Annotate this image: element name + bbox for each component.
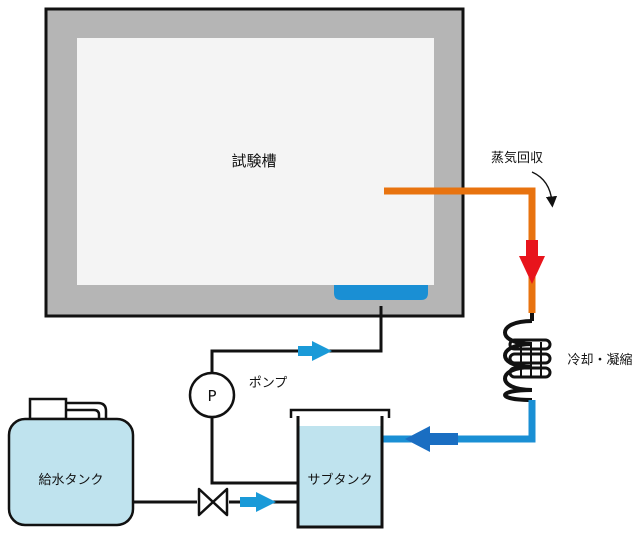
supply-flow-arrow (256, 492, 276, 512)
sub-tank: サブタンク (289, 408, 391, 529)
steam-flow-arrow (519, 256, 545, 284)
pump-line (210, 306, 383, 485)
curved-arrow-icon (531, 171, 558, 208)
supply-line (133, 492, 298, 512)
pump-label: ポンプ (249, 376, 288, 391)
condensate-return-pipe (382, 400, 536, 452)
pump-flow-arrow (312, 341, 332, 361)
chamber-drain (334, 285, 428, 300)
cooling-label: 冷却・凝縮 (567, 352, 632, 368)
supply-tank-label: 給水タンク (38, 473, 103, 488)
supply-tank: 給水タンク (7, 397, 135, 527)
chamber-label: 試験槽 (231, 152, 276, 170)
gate-valve-icon (197, 487, 229, 517)
test-chamber: 試験槽 (44, 7, 465, 318)
coil-condenser-icon (503, 313, 552, 402)
pump-symbol: P (207, 387, 216, 405)
steam-recovery-pipe (384, 187, 545, 313)
sub-tank-label: サブタンク (307, 472, 372, 488)
steam-recovery-label: 蒸気回収 (491, 150, 543, 166)
pump-icon: P (188, 371, 236, 419)
return-flow-arrow (405, 426, 430, 452)
